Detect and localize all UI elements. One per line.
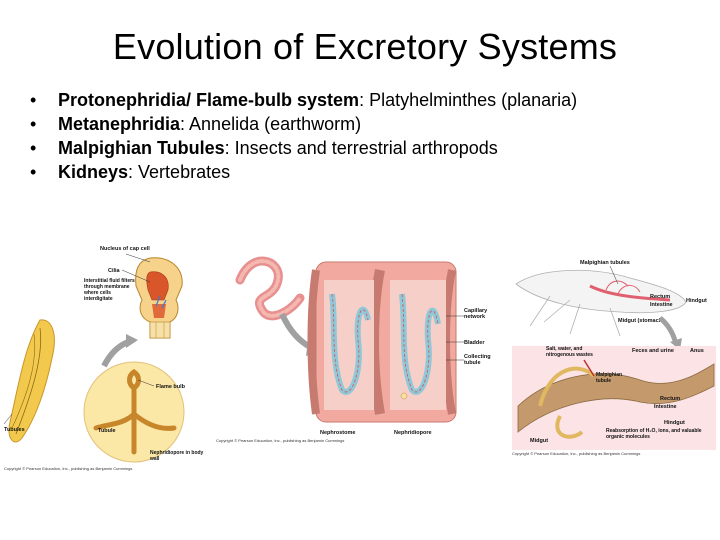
bullet-item: Kidneys: Vertebrates xyxy=(30,160,577,184)
label-capillary: Capillary network xyxy=(464,308,488,320)
label-hindgut: Hindgut xyxy=(686,298,707,304)
label-tubule: Tubule xyxy=(98,428,116,434)
label-tubules: Tubules xyxy=(4,427,25,433)
label-rectum2: Rectum xyxy=(660,396,680,402)
label-salt-water: Salt, water, and nitrogenous wastes xyxy=(546,346,593,358)
bullet-desc: : Platyhelminthes (planaria) xyxy=(359,90,578,110)
planarian-body xyxy=(8,319,55,443)
bullet-item: Malpighian Tubules: Insects and terrestr… xyxy=(30,136,577,160)
arrow-icon xyxy=(279,312,314,351)
slide-title: Evolution of Excretory Systems xyxy=(112,26,618,67)
segment-diagram xyxy=(307,261,457,423)
gut-diagram xyxy=(512,346,716,450)
label-reabsorption: Reabsorption of H₂O, ions, and valuable … xyxy=(606,428,702,440)
label-cilia: Cilia xyxy=(108,268,121,274)
bullet-term: Metanephridia xyxy=(58,114,181,134)
label-flame-bulb: Flame bulb xyxy=(156,384,186,390)
copyright-text: Copyright © Pearson Education, Inc., pub… xyxy=(216,438,344,443)
label-feces-urine: Feces and urine xyxy=(632,348,674,354)
arrow-icon xyxy=(101,339,130,368)
bullet-item: Protonephridia/ Flame-bulb system: Platy… xyxy=(30,88,577,112)
bullet-term: Kidneys xyxy=(58,162,129,182)
label-rectum: Rectum xyxy=(650,294,670,300)
label-hindgut2: Hindgut xyxy=(664,420,685,426)
arrow-icon xyxy=(658,316,679,345)
bullet-desc: : Vertebrates xyxy=(128,162,231,182)
label-nephridiopore: Nephridiopore xyxy=(394,430,432,436)
label-midgut-stomach: Midgut (stomach) xyxy=(618,318,664,324)
bullet-desc: : Insects and terrestrial arthropods xyxy=(224,138,498,158)
label-bladder: Bladder xyxy=(464,340,485,346)
label-nephridiopore: Nephridiopore in body wall xyxy=(150,450,204,462)
label-intestine: Intestine xyxy=(650,302,673,308)
bullet-term: Malpighian Tubules xyxy=(58,138,225,158)
flame-cell-diagram xyxy=(135,257,183,339)
bullet-list: Protonephridia/ Flame-bulb system: Platy… xyxy=(30,88,577,184)
label-interstitial: Interstitial fluid filters through membr… xyxy=(84,278,135,302)
label-nucleus: Nucleus of cap cell xyxy=(100,246,150,252)
label-anus: Anus xyxy=(690,348,704,354)
bullet-desc: : Annelida (earthworm) xyxy=(180,114,362,134)
planarian-tubule xyxy=(15,327,42,435)
earthworm-figure: Capillary network Bladder Collecting tub… xyxy=(216,256,491,443)
bullet-term: Protonephridia/ Flame-bulb system xyxy=(58,90,360,110)
insect-figure: Malpighian tubules Rectum Intestine Hind… xyxy=(512,260,716,456)
copyright-text: Copyright © Pearson Education, Inc., pub… xyxy=(512,451,640,456)
label-malpighian-tubules: Malpighian tubules xyxy=(580,260,630,266)
label-midgut: Midgut xyxy=(530,438,548,444)
label-intestine2: Intestine xyxy=(654,404,677,410)
planaria-figure: Tubules Nucleus of cap cell Cilia Inters… xyxy=(3,246,204,471)
copyright-text: Copyright © Pearson Education, Inc., pub… xyxy=(4,466,132,471)
label-nephrostome: Nephrostome xyxy=(320,430,355,436)
label-malpighian-tubule: Malpighian tubule xyxy=(596,372,623,384)
bullet-item: Metanephridia: Annelida (earthworm) xyxy=(30,112,577,136)
insect-outline xyxy=(515,269,687,337)
label-collecting: Collecting tubule xyxy=(464,354,491,366)
